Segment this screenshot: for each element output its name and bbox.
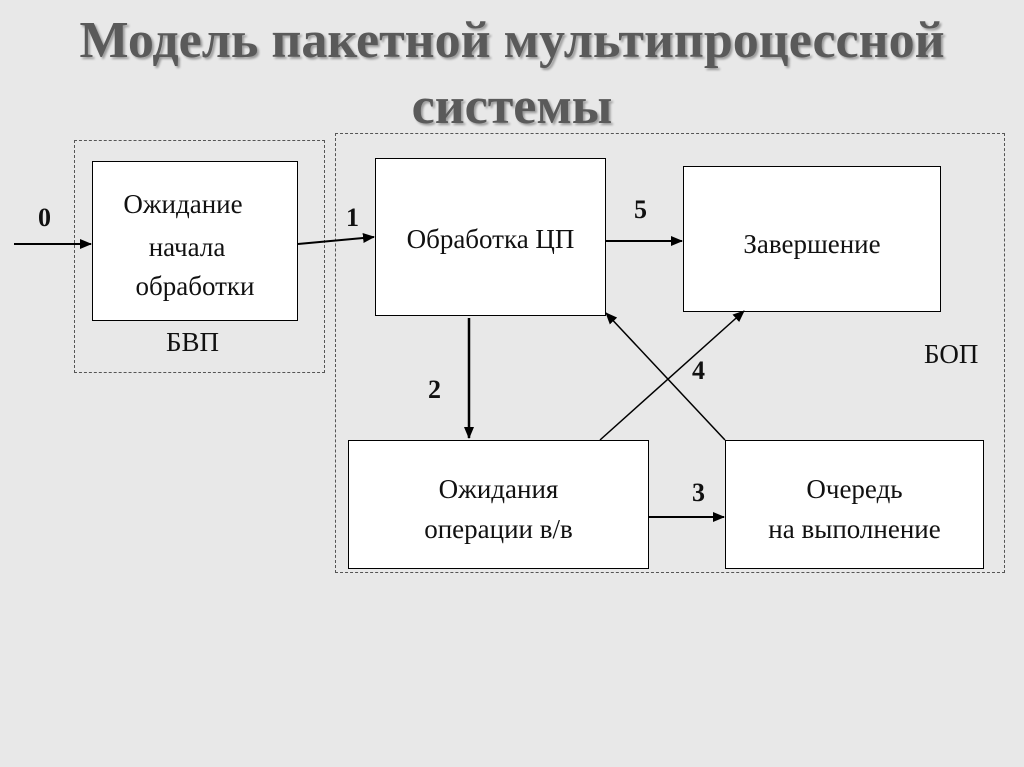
arrow-1 bbox=[297, 233, 375, 245]
box-io-wait-line-2: операции в/в bbox=[424, 514, 573, 544]
title-line-1: Модель пакетной мультипроцессной bbox=[79, 12, 945, 69]
box-completion: Завершение bbox=[683, 166, 941, 312]
transition-0: 0 bbox=[38, 203, 51, 232]
box-cpu-processing-label: Обработка ЦП bbox=[406, 224, 575, 254]
transition-4: 4 bbox=[692, 356, 705, 385]
box-exec-queue: Очередь на выполнение bbox=[725, 440, 984, 569]
slide-title: Модель пакетной мультипроцессной системы bbox=[0, 8, 1024, 140]
transition-2: 2 bbox=[428, 375, 441, 404]
box-exec-queue-line-1: Очередь bbox=[806, 474, 903, 504]
box-exec-queue-line-2: на выполнение bbox=[768, 514, 941, 544]
box-waiting-start-line-1: Ожидание bbox=[123, 189, 243, 219]
arrow-queue-to-cpu bbox=[605, 312, 726, 441]
box-io-wait-line-1: Ожидания bbox=[438, 474, 559, 504]
box-waiting-start-line-3: обработки bbox=[135, 271, 255, 301]
box-cpu-processing: Обработка ЦП bbox=[375, 158, 606, 316]
box-waiting-start: Ожидание начала обработки bbox=[92, 161, 298, 321]
transition-5: 5 bbox=[634, 195, 647, 224]
box-completion-label: Завершение bbox=[743, 229, 881, 259]
title-line-2: системы bbox=[411, 78, 613, 135]
group-bvp bbox=[74, 140, 325, 373]
arrow-4 bbox=[599, 310, 745, 441]
label-bvp: БВП bbox=[166, 327, 220, 357]
label-bop: БОП bbox=[924, 339, 979, 369]
group-bop bbox=[335, 133, 1005, 573]
transition-3: 3 bbox=[692, 478, 705, 507]
box-waiting-start-line-2: начала bbox=[148, 232, 226, 262]
transition-1: 1 bbox=[346, 203, 359, 232]
box-io-wait: Ожидания операции в/в bbox=[348, 440, 649, 569]
